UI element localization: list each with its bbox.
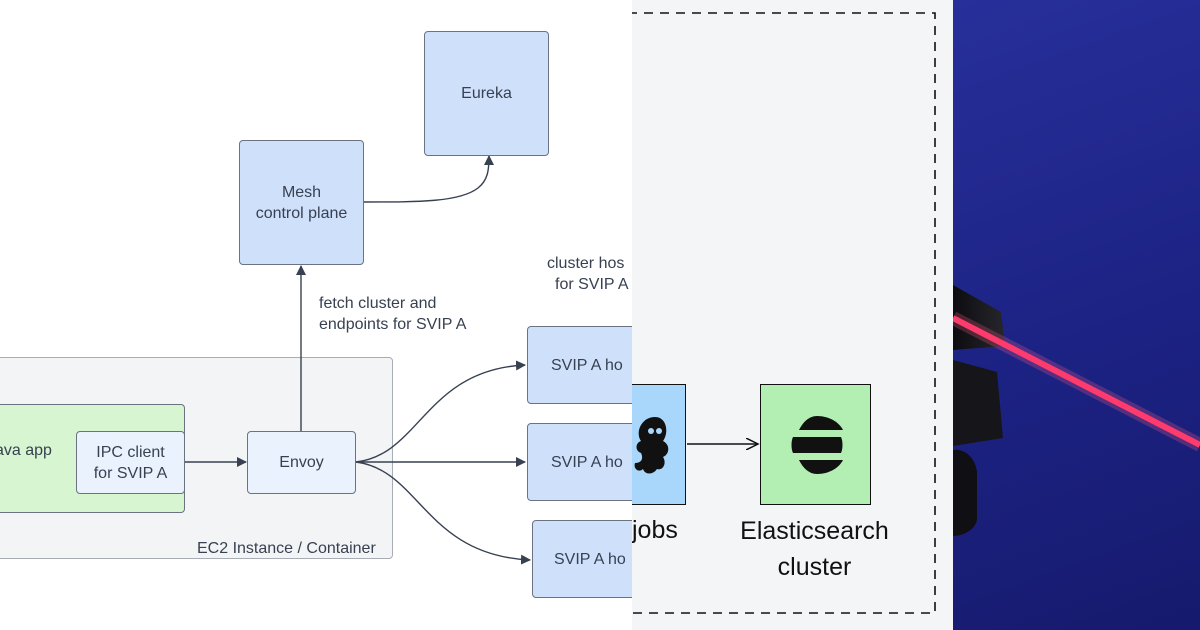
node-envoy-label: Envoy (279, 454, 324, 471)
laser-mount (953, 360, 1003, 446)
octopus-icon (634, 417, 669, 474)
edge-envoy-to-svip-3 (355, 461, 531, 565)
node-svip-host-2: SVIP A ho (527, 423, 632, 501)
node-mesh-control-plane: Mesh control plane (239, 140, 364, 265)
dashed-boundary (632, 12, 936, 614)
node-mesh-label-line1: Mesh (281, 183, 322, 201)
node-java-app-label: Java app (0, 442, 52, 459)
node-svip-host-1: SVIP A ho (527, 326, 632, 404)
edge-label-fetch-line1: fetch cluster and (319, 295, 437, 312)
node-ipc-label-line2: for SVIP A (93, 464, 168, 482)
mid-panel-graphics (632, 12, 936, 614)
laser-photo-panel (953, 0, 1200, 630)
edge-label-cluster-hosts-line1: cluster hos (547, 255, 625, 272)
container-label: EC2 Instance / Container (197, 540, 376, 557)
node-ipc-label-line1: IPC client (96, 443, 165, 461)
node-eureka: Eureka (424, 31, 549, 156)
edge-label-fetch-line2: endpoints for SVIP A (319, 316, 467, 333)
elasticsearch-logo-icon (791, 416, 843, 474)
laser-housing (953, 285, 1005, 350)
node-svip-host-2-label: SVIP A ho (551, 453, 623, 471)
edge-mesh-to-eureka (362, 155, 494, 203)
node-svip-host-1-label: SVIP A ho (551, 356, 623, 374)
diagram-edges (185, 155, 531, 565)
elasticsearch-label-line1: Elasticsearch (740, 517, 889, 545)
node-envoy: Envoy (247, 431, 356, 494)
jobs-label: jobs (632, 516, 678, 544)
laser-base (953, 449, 977, 536)
node-eureka-label: Eureka (461, 85, 512, 102)
node-ipc-client: IPC client for SVIP A (76, 431, 185, 494)
elasticsearch-panel: jobs Elasticsearch cluster (632, 0, 953, 630)
node-svip-host-3-label: SVIP A ho (554, 550, 626, 568)
node-svip-host-3: SVIP A ho (532, 520, 632, 598)
laser-device-illustration (953, 285, 1200, 536)
laser-beam (953, 315, 1200, 448)
elasticsearch-label-line2: cluster (777, 553, 852, 581)
edge-envoy-to-svip-1 (355, 360, 526, 463)
node-mesh-label-line2: control plane (255, 204, 348, 222)
architecture-diagram-panel: EC2 Instance / Container Eureka Mesh con… (0, 31, 632, 598)
elasticsearch-box (760, 384, 871, 505)
jobs-box (632, 384, 686, 505)
edge-label-cluster-hosts-line2: for SVIP A (555, 276, 629, 293)
